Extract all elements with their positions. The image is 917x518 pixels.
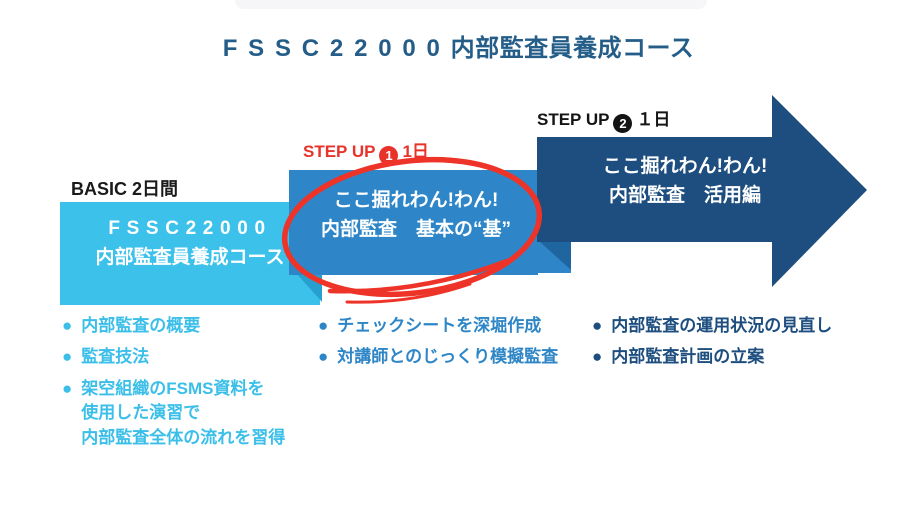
basic-step-label: BASIC 2日間: [71, 179, 179, 199]
step1-arrowhead-fragment: [537, 242, 571, 273]
bullet-text-line1: 架空組織のFSMS資料を: [81, 378, 265, 398]
bullet-icon: ●: [318, 316, 329, 335]
page-title-jp: 内部監査員養成コース: [450, 35, 695, 62]
top-cropped-bar: [235, 0, 707, 9]
step-up-1-badge-icon: 1: [379, 146, 399, 165]
bullet-text: 内部監査計画の立案: [611, 347, 765, 367]
list-item: ● 内部監査の概要: [62, 314, 317, 338]
list-item: ● チェックシートを深堀作成: [318, 314, 593, 338]
page-title-latin: FSSC22000: [222, 35, 451, 62]
bullet-text-line3: 内部監査全体の流れを習得: [81, 427, 286, 447]
bullet-text: 内部監査の運用状況の見直し: [611, 316, 833, 335]
basic-box-fold-shape: [296, 273, 322, 302]
bullet-text: 監査技法: [81, 347, 150, 367]
step2-box-line1: ここ掘れわん!わん!: [602, 156, 768, 177]
step-up-1-label-prefix: STEP UP: [303, 142, 376, 161]
step2-box-text: ここ掘れわん!わん! 内部監査 活用編: [552, 152, 818, 211]
step-up-2-label-suffix: １日: [636, 110, 671, 129]
step-up-2-label-prefix: STEP UP: [537, 110, 610, 129]
bullet-icon: ●: [318, 347, 329, 367]
bullet-icon: ●: [592, 316, 603, 335]
basic-box-text: FSSC22000 内部監査員養成コース: [60, 214, 320, 273]
step-up-1-label-suffix: 1日: [402, 142, 429, 161]
step1-box-line1: ここ掘れわん!わん!: [333, 190, 499, 211]
basic-bullet-list: ● 内部監査の概要 ● 監査技法 ● 架空組織のFSMS資料を 使用した演習で …: [62, 314, 317, 450]
step2-box-line2: 内部監査 活用編: [608, 185, 761, 207]
step-up-2-badge-icon: 2: [613, 114, 633, 133]
red-swoosh-stroke-1: [327, 258, 510, 294]
bullet-text: チェックシートを深堀作成: [337, 316, 542, 335]
step2-bullet-list: ● 内部監査の運用状況の見直し ● 内部監査計画の立案: [592, 314, 902, 370]
step1-box-line2: 内部監査 基本の“基”: [320, 219, 511, 241]
step1-bullet-list: ● チェックシートを深堀作成 ● 対講師とのじっくり模擬監査: [318, 314, 593, 370]
bullet-text-line2: 使用した演習で: [81, 403, 201, 423]
bullet-text: 対講師とのじっくり模擬監査: [337, 347, 559, 367]
red-swoosh-stroke-2: [345, 282, 472, 304]
list-item: ● 架空組織のFSMS資料を 使用した演習で 内部監査全体の流れを習得: [62, 377, 317, 450]
step1-arrowhead-fold-shape: [540, 242, 571, 270]
list-item: ● 内部監査の運用状況の見直し: [592, 314, 902, 338]
list-item: ● 対講師とのじっくり模擬監査: [318, 345, 593, 369]
list-item: ● 内部監査計画の立案: [592, 345, 902, 369]
list-item: ● 監査技法: [62, 345, 317, 369]
step1-box-text: ここ掘れわん!わん! 内部監査 基本の“基”: [290, 186, 542, 245]
bullet-icon: ●: [62, 347, 73, 367]
page-title: FSSC22000内部監査員養成コース: [0, 28, 917, 63]
bullet-text: 内部監査の概要: [81, 316, 201, 335]
bullet-icon: ●: [62, 378, 73, 398]
basic-box-line1: FSSC22000: [108, 218, 272, 239]
bullet-text: 架空組織のFSMS資料を 使用した演習で 内部監査全体の流れを習得: [81, 377, 285, 450]
bullet-icon: ●: [592, 347, 603, 367]
bullet-icon: ●: [62, 316, 73, 335]
basic-box-line2: 内部監査員養成コース: [95, 247, 285, 269]
